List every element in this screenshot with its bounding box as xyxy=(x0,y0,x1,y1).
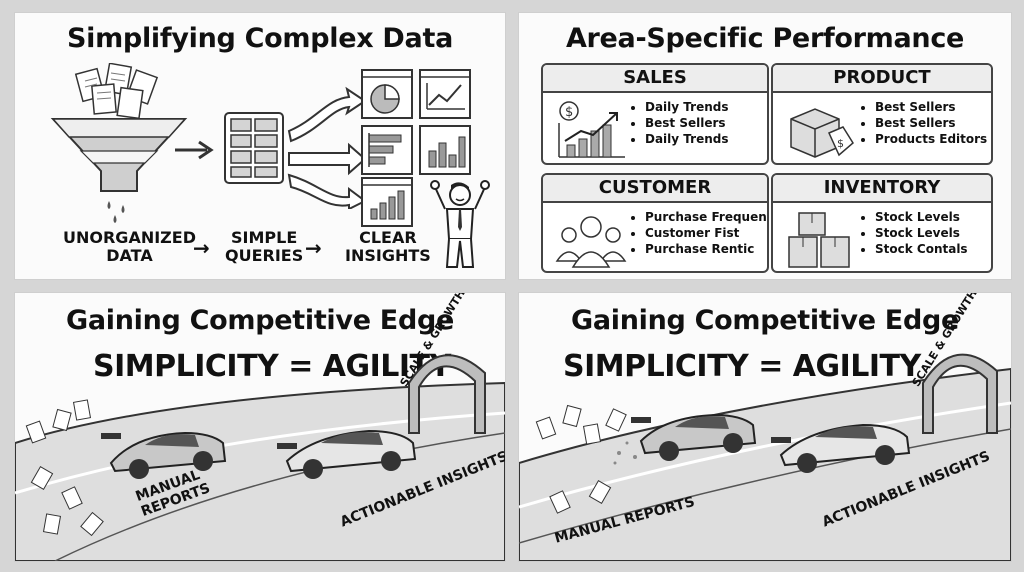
step-line: QUERIES xyxy=(225,246,304,265)
race-road-scene xyxy=(519,353,1011,561)
area-item: Stock Levels xyxy=(875,209,968,225)
area-item: Best Sellers xyxy=(875,99,987,115)
growth-chart-icon: $ xyxy=(558,101,625,158)
area-heading: SALES xyxy=(543,65,767,93)
area-heading: CUSTOMER xyxy=(543,175,767,203)
sports-car-icon xyxy=(631,413,757,461)
svg-text:$: $ xyxy=(837,137,844,150)
panel-title: Area-Specific Performance xyxy=(565,23,965,54)
panel-competitive-edge-1: Gaining Competitive Edge SIMPLICITY = AG… xyxy=(14,292,506,562)
line-chart-card-icon xyxy=(419,69,471,119)
svg-text:$: $ xyxy=(565,105,573,120)
hbar-chart-card-icon xyxy=(361,125,413,175)
step-arrow: → xyxy=(305,236,322,260)
area-card-product: PRODUCT $ Best Sellers Best Sellers Prod… xyxy=(771,63,993,165)
area-item: Customer Fist xyxy=(645,225,767,241)
panel-title: Simplifying Complex Data xyxy=(67,23,453,54)
area-card-sales: SALES $ Daily Trends Best Sellers Daily … xyxy=(541,63,769,165)
query-table-icon xyxy=(224,112,284,184)
slogan: SIMPLICITY = AGILITY xyxy=(93,349,451,384)
panel-title: Gaining Competitive Edge xyxy=(570,305,960,336)
sports-car-icon xyxy=(101,431,227,479)
panel-area-performance: Area-Specific Performance SALES $ Daily … xyxy=(518,12,1012,280)
step-line: SIMPLE xyxy=(231,228,298,247)
celebrating-person-icon xyxy=(430,180,490,268)
step-unorganized-data: UNORGANIZED DATA xyxy=(63,229,196,265)
area-heading: INVENTORY xyxy=(773,175,991,203)
area-card-inventory: INVENTORY Stock Levels Stock Levels Stoc… xyxy=(771,173,993,273)
step-clear-insights: CLEAR INSIGHTS xyxy=(345,229,431,265)
area-item: Stock Contals xyxy=(875,241,968,257)
area-items: Stock Levels Stock Levels Stock Contals xyxy=(863,209,968,257)
area-item: Purchase Frequency xyxy=(645,209,767,225)
area-item: Stock Levels xyxy=(875,225,968,241)
area-item: Products Editors xyxy=(875,131,987,147)
panel-simplifying-data: Simplifying Complex Data xyxy=(14,12,506,280)
area-items: Daily Trends Best Sellers Daily Trends xyxy=(633,99,728,147)
slogan: SIMPLICITY = AGILITY xyxy=(563,349,921,384)
area-items: Best Sellers Best Sellers Products Edito… xyxy=(863,99,987,147)
bar-chart-card-icon xyxy=(419,125,471,175)
step-arrow: → xyxy=(193,236,210,260)
area-item: Purchase Rentic xyxy=(645,241,767,257)
flow-arrows-icon xyxy=(287,86,367,209)
area-item: Best Sellers xyxy=(875,115,987,131)
area-heading: PRODUCT xyxy=(773,65,991,93)
panel-competitive-edge-2: Gaining Competitive Edge SIMPLICITY = AG… xyxy=(518,292,1012,562)
area-card-customer: CUSTOMER Purchase Frequency Customer Fis… xyxy=(541,173,769,273)
panel-title: Gaining Competitive Edge xyxy=(65,305,455,336)
race-road-scene xyxy=(15,354,505,561)
area-items: Purchase Frequency Customer Fist Purchas… xyxy=(633,209,767,257)
stacked-boxes-icon xyxy=(788,212,850,268)
step-simple-queries: SIMPLE QUERIES xyxy=(225,229,303,265)
step-line: INSIGHTS xyxy=(345,246,431,265)
product-box-tag-icon: $ xyxy=(790,108,854,158)
step-line: CLEAR xyxy=(359,228,417,247)
pie-chart-card-icon xyxy=(361,69,413,119)
sports-car-icon xyxy=(277,429,417,479)
growth-bar-card-icon xyxy=(361,177,413,227)
sports-car-icon xyxy=(771,423,911,473)
arrow-right-icon xyxy=(175,140,214,160)
step-line: DATA xyxy=(106,246,153,265)
step-line: UNORGANIZED xyxy=(63,228,196,247)
area-item: Daily Trends xyxy=(645,99,728,115)
area-item: Best Sellers xyxy=(645,115,728,131)
customers-icon xyxy=(555,216,627,268)
funnel-icon xyxy=(50,63,188,223)
area-item: Daily Trends xyxy=(645,131,728,147)
